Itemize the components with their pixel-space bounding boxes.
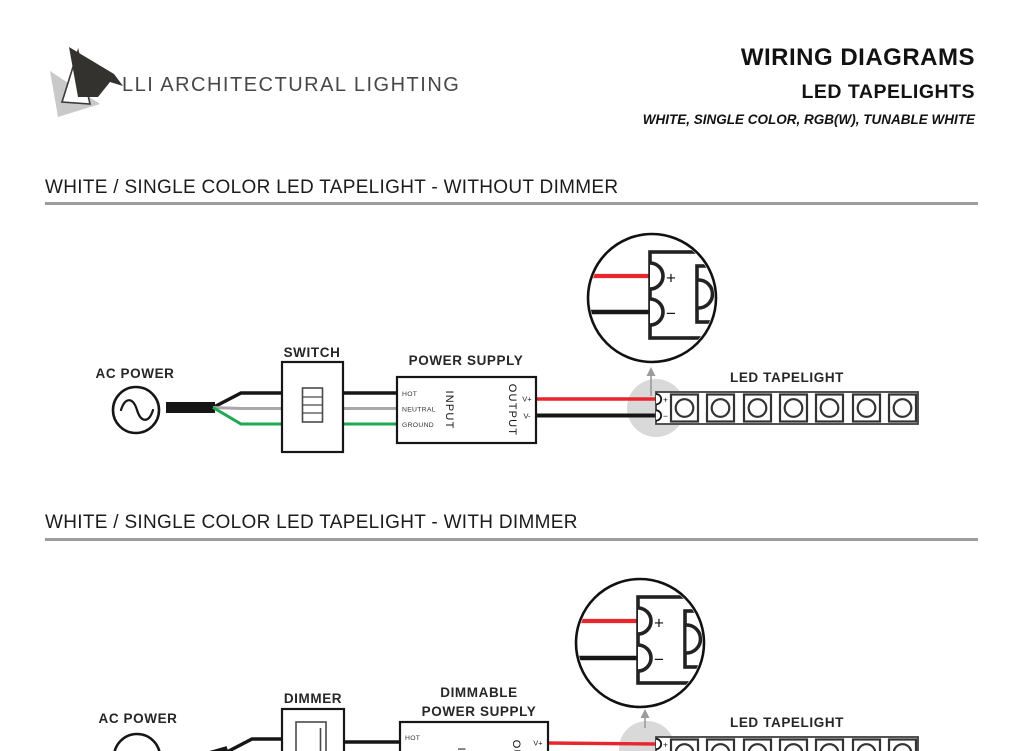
solder-pad-plus — [655, 737, 663, 751]
dimmable-supply-label-line1: DIMMABLE — [440, 685, 518, 700]
section-title-with-dimmer: WHITE / SINGLE COLOR LED TAPELIGHT - WIT… — [45, 512, 578, 533]
detail-plus-label: + — [654, 614, 664, 633]
v-plus-label: V+ — [533, 739, 543, 748]
led-chips-row — [669, 738, 918, 751]
led-tapelight-label: LED TAPELIGHT — [730, 715, 844, 730]
company-logo — [50, 47, 123, 117]
diagram-without-dimmer: AC POWER SWITCH POWER SUPPLY HOT NEUTRAL… — [95, 232, 919, 454]
detail-led-lens — [698, 278, 715, 310]
detail-pad-plus — [637, 606, 653, 636]
input-label: INPUT — [455, 748, 467, 751]
doc-tagline: WHITE, SINGLE COLOR, RGB(W), TUNABLE WHI… — [642, 112, 975, 127]
dimmer-slider-icon — [295, 721, 327, 751]
dimmable-supply-label-line2: POWER SUPPLY — [422, 704, 537, 719]
ac-power-label: AC POWER — [98, 711, 177, 726]
hot-terminal-label: HOT — [405, 735, 420, 742]
section-divider — [45, 202, 978, 205]
ac-power-label: AC POWER — [95, 366, 174, 381]
power-supply-box — [395, 375, 538, 445]
led-tapelight-label: LED TAPELIGHT — [730, 370, 844, 385]
positive-wire — [547, 741, 658, 746]
output-label: OUTPUT — [510, 740, 522, 751]
document-header: WIRING DIAGRAMS LED TAPELIGHTS WHITE, SI… — [643, 44, 975, 127]
detail-minus-label: − — [654, 650, 664, 669]
power-supply-box — [398, 720, 550, 751]
switch-label: SWITCH — [284, 345, 341, 360]
strip-plus-label: + — [663, 395, 668, 405]
detail-pad-minus — [649, 297, 665, 327]
doc-title: WIRING DIAGRAMS — [740, 44, 975, 71]
input-label: INPUT — [443, 391, 455, 430]
detail-pad-minus — [637, 643, 653, 673]
sine-wave-icon — [119, 399, 155, 421]
neutral-terminal-label: NEUTRAL — [402, 407, 436, 414]
doc-subtitle: LED TAPELIGHTS — [801, 81, 975, 103]
solder-pad-minus — [655, 409, 663, 422]
ac-power-icon — [113, 732, 161, 751]
switch-rocker-icon — [301, 387, 324, 423]
led-chips-row — [669, 393, 918, 423]
section-title-without-dimmer: WHITE / SINGLE COLOR LED TAPELIGHT - WIT… — [45, 177, 619, 198]
ground-wire — [212, 406, 398, 426]
v-plus-label: V+ — [522, 395, 532, 404]
detail-minus-label: − — [666, 304, 676, 323]
neutral-wire — [212, 406, 398, 410]
diagram-with-dimmer: AC POWER DIMMER DIMMABLE POWER SUPPLY HO… — [98, 577, 919, 751]
detail-led-lens — [686, 623, 703, 655]
connector-detail-view: + − — [586, 232, 718, 364]
detail-pad-plus — [649, 261, 665, 291]
logo-dark-polygon — [69, 47, 123, 97]
strip-plus-label: + — [663, 740, 668, 750]
strip-minus-label: − — [663, 411, 668, 421]
zoom-arrowhead-icon — [646, 367, 656, 376]
output-label: OUTPUT — [506, 384, 518, 436]
section-divider — [45, 538, 978, 541]
detail-plus-label: + — [666, 269, 676, 288]
hot-terminal-label: HOT — [402, 391, 417, 398]
ground-terminal-label: GROUND — [402, 422, 434, 429]
hot-wire — [212, 391, 398, 410]
power-supply-label: POWER SUPPLY — [409, 353, 524, 368]
zoom-arrowhead-icon — [640, 709, 650, 718]
solder-pad-plus — [655, 393, 663, 406]
company-name: LLI ARCHITECTURAL LIGHTING — [122, 74, 461, 96]
v-minus-label: V- — [523, 412, 531, 421]
connector-detail-view: + − — [574, 577, 706, 709]
hot-wire — [225, 737, 284, 751]
dimmer-label: DIMMER — [284, 691, 342, 706]
